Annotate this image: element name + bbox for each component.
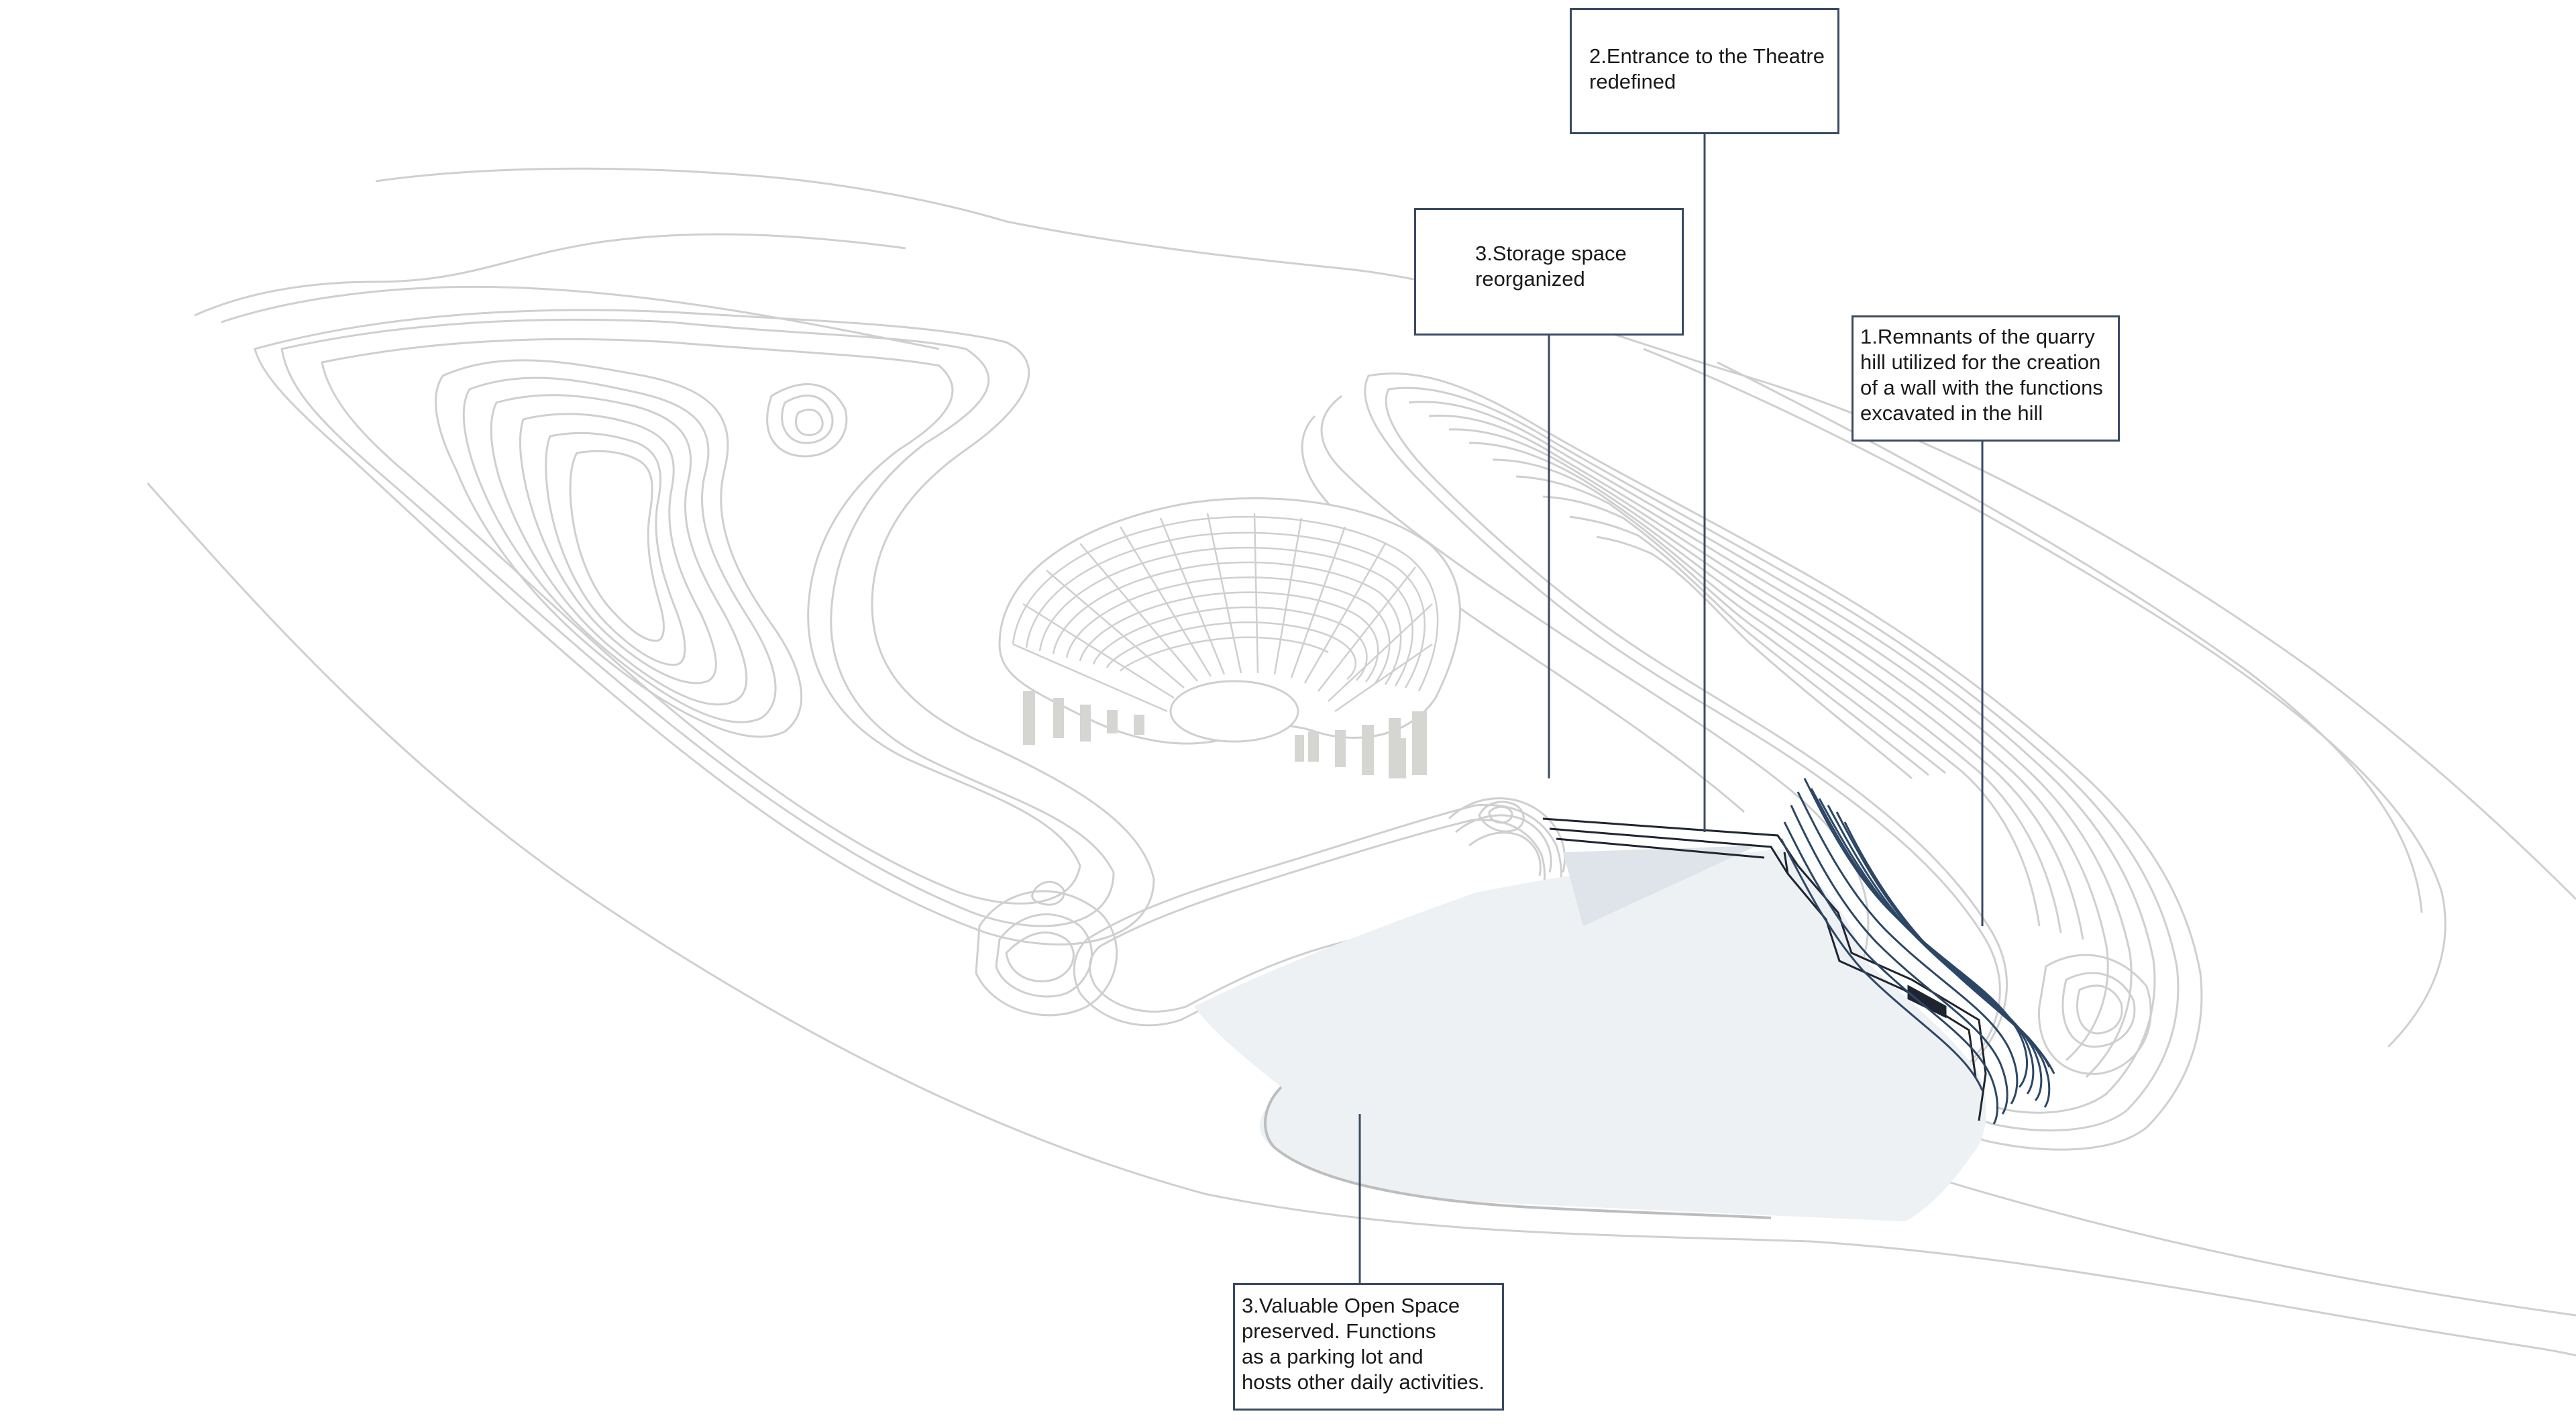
callout-entrance-line: redefined xyxy=(1589,70,1676,93)
theatre-seating-rows xyxy=(1012,515,1439,692)
theatre-supports xyxy=(1023,691,1427,778)
callout-remnants-line: hill utilized for the creation xyxy=(1860,350,2101,374)
open-space-area xyxy=(1194,849,1986,1221)
south-road-edge-2 xyxy=(1945,1180,2576,1317)
storage-area xyxy=(1563,846,1758,926)
callout-openspace-line: hosts other daily activities. xyxy=(1242,1370,1485,1394)
callout-storage-line: 3.Storage space xyxy=(1475,242,1627,265)
callout-entrance: 2.Entrance to the Theatre redefined xyxy=(1570,8,1839,134)
open-space-boundary xyxy=(1264,1086,1772,1219)
wall-terrace-lines xyxy=(1780,778,2055,1125)
callout-entrance-line: 2.Entrance to the Theatre xyxy=(1589,44,1825,68)
theatre-radial-aisles xyxy=(1012,513,1433,713)
theatre-orchestra xyxy=(1169,680,1299,743)
callout-openspace-line: 3.Valuable Open Space xyxy=(1242,1294,1460,1317)
east-slope-edge xyxy=(1643,348,2447,1048)
callout-storage: 3.Storage space reorganized xyxy=(1414,208,1684,336)
callout-storage-line: reorganized xyxy=(1475,267,1585,291)
west-hill-contours xyxy=(254,309,1155,946)
callout-openspace: 3.Valuable Open Space preserved. Functio… xyxy=(1233,1283,1504,1411)
callout-openspace-line: preserved. Functions xyxy=(1242,1319,1436,1343)
leader-lines xyxy=(1358,134,1984,1283)
callout-remnants: 1.Remnants of the quarry hill utilized f… xyxy=(1851,315,2120,442)
east-slope-edge-2 xyxy=(1717,361,2423,913)
north-ridge-edge xyxy=(221,285,940,350)
callout-remnants-line: of a wall with the functions xyxy=(1860,376,2103,399)
callout-openspace-line: as a parking lot and xyxy=(1242,1345,1424,1368)
east-ridge-contours xyxy=(1301,372,2203,1151)
callout-remnants-line: excavated in the hill xyxy=(1860,401,2043,425)
quarry-wall xyxy=(1542,817,1987,1121)
south-road-edge xyxy=(146,482,2576,1357)
outer-boundary-line-2 xyxy=(194,233,906,317)
ancient-theatre xyxy=(998,497,1461,778)
callout-remnants-line: 1.Remnants of the quarry xyxy=(1860,325,2095,348)
